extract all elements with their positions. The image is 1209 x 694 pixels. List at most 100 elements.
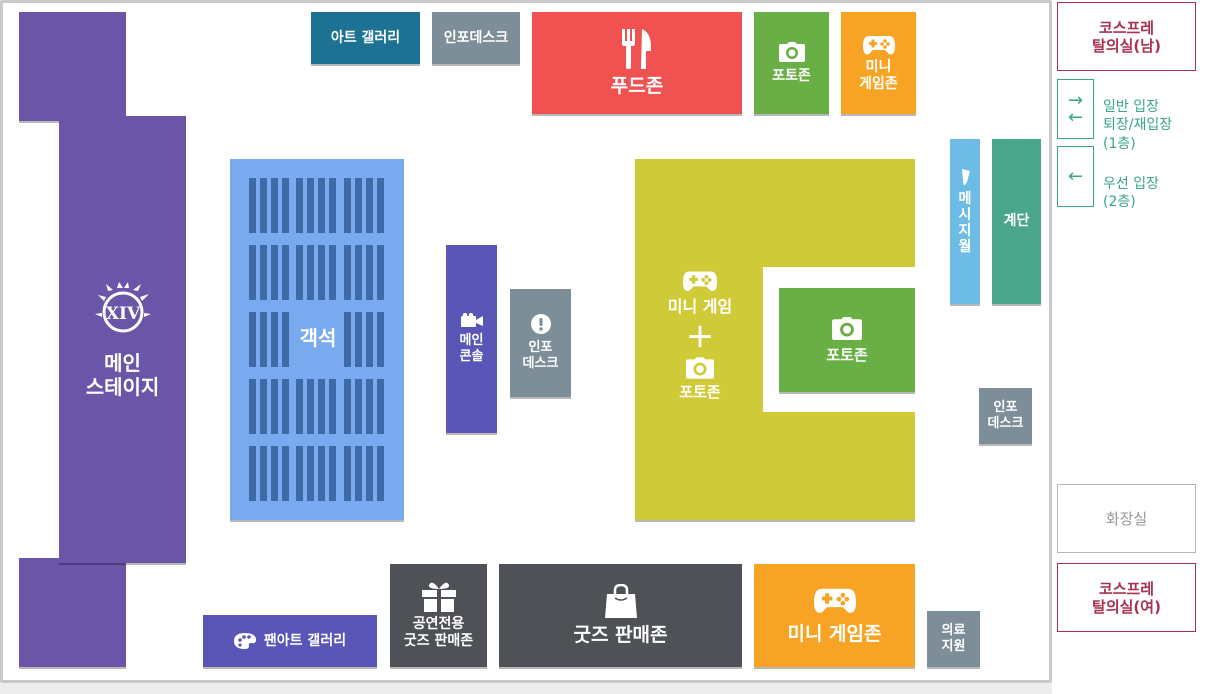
message-wall-label: 메 시 지 월 [958,191,972,256]
seat-row [296,446,303,501]
seat-row [329,178,336,233]
seating-area[interactable] [230,159,404,520]
seat-row [344,312,351,367]
seat-row [366,245,373,300]
seat-row [282,245,289,300]
seat-row [307,379,314,434]
gamepad-icon [683,269,717,293]
info-desk-top-label: 인포데스크 [443,29,509,46]
food-zone[interactable]: 푸드존 [532,12,742,114]
seat-row [260,312,267,367]
palette-icon [233,633,256,649]
exclusive-goods-zone[interactable]: 공연전용 굿즈 판매존 [390,564,487,667]
seat-row [377,312,384,367]
seat-row [307,245,314,300]
seat-row [249,245,256,300]
camera-icon [832,316,862,340]
message-wall[interactable]: 메 시 지 월 [950,139,980,304]
seat-row [271,178,278,233]
seat-row [260,245,267,300]
arrow-left-icon: ← [1067,165,1084,187]
info-desk-right-label: 인포 데스크 [987,400,1024,431]
seat-row [377,178,384,233]
gamepad-icon [813,586,856,615]
info-desk-right[interactable]: 인포 데스크 [979,388,1032,444]
seat-row [271,312,278,367]
bottom-strip [0,683,1052,694]
fan-art-gallery[interactable]: 팬아트 갤러리 [203,615,377,667]
restroom[interactable]: 화장실 [1057,484,1196,553]
photo-zone-top[interactable]: 포토존 [754,12,829,114]
seat-row [318,379,325,434]
seat-row [282,312,289,367]
cosplay-dressing-room-male[interactable]: 코스프레 탈의실(남) [1057,2,1196,71]
seat-row [366,446,373,501]
seat-row [249,446,256,501]
priority-entry-text: 우선 입장 (2층) [1103,157,1159,212]
ffxiv-emblem-icon: XIV [94,281,152,339]
info-desk-mid[interactable]: 인포 데스크 [510,289,571,397]
seat-row [355,446,362,501]
seating-label: 객석 [299,326,337,350]
seat-row [271,379,278,434]
seat-row [271,446,278,501]
food-zone-label: 푸드존 [610,74,664,97]
seat-row [355,379,362,434]
main-console-label: 메인 콘솔 [459,333,484,364]
exclamation-icon [530,314,551,335]
photo-zone-inner[interactable]: 포토존 [779,288,915,392]
medical-support[interactable]: 의료 지원 [927,611,980,667]
seat-row [377,379,384,434]
cosplay-f-label: 코스프레 탈의실(여) [1092,579,1161,616]
entry-arrows-box-1: → ← [1057,79,1094,139]
seat-row [260,446,267,501]
yellow-labels: 미니 게임 + 포토존 [645,240,755,430]
yellow-photo-label: 포토존 [679,382,721,401]
seat-row [344,379,351,434]
fork-knife-icon [620,28,654,69]
seat-row [296,178,303,233]
info-desk-top[interactable]: 인포데스크 [432,12,520,64]
video-camera-icon [460,313,483,328]
main-stage-top-wing [19,12,126,121]
seat-row [377,245,384,300]
plus-sign: + [685,316,715,357]
yellow-game-label: 미니 게임 [667,297,733,316]
seat-row [282,446,289,501]
seat-row [329,446,336,501]
seat-row [318,178,325,233]
seat-row [307,446,314,501]
main-stage-bottom-wing [19,558,126,667]
stairs[interactable]: 계단 [992,139,1041,304]
seat-row [355,178,362,233]
svg-text:XIV: XIV [105,304,140,324]
info-desk-mid-label: 인포 데스크 [522,340,559,371]
photo-zone-top-label: 포토존 [772,67,811,84]
seat-row [329,245,336,300]
cosplay-dressing-room-female[interactable]: 코스프레 탈의실(여) [1057,563,1196,632]
pencil-icon [960,169,970,187]
general-entry-text: 일반 입장 퇴장/재입장 (1층) [1103,80,1172,153]
main-stage-label: 메인 스테이지 [85,350,160,399]
shopping-bag-icon [604,584,637,619]
mini-game-zone-top-label: 미니 게임존 [859,58,898,92]
art-gallery-zone[interactable]: 아트 갤러리 [311,12,420,64]
art-gallery-label: 아트 갤러리 [330,29,401,46]
goods-zone[interactable]: 굿즈 판매존 [499,564,742,667]
seat-row [282,379,289,434]
gift-icon [421,582,456,612]
seat-row [249,178,256,233]
mini-game-zone-top[interactable]: 미니 게임존 [841,12,916,114]
seat-row [344,446,351,501]
seat-row [355,245,362,300]
seat-row [344,178,351,233]
seat-row [318,245,325,300]
main-stage[interactable]: XIV 메인 스테이지 [59,116,186,563]
seat-row [329,379,336,434]
medical-support-label: 의료 지원 [941,623,966,654]
mini-game-zone-bottom[interactable]: 미니 게임존 [754,564,915,667]
cosplay-m-label: 코스프레 탈의실(남) [1092,18,1161,55]
main-console[interactable]: 메인 콘솔 [446,245,497,433]
seat-row [271,245,278,300]
arrow-left-icon: ← [1067,107,1084,128]
